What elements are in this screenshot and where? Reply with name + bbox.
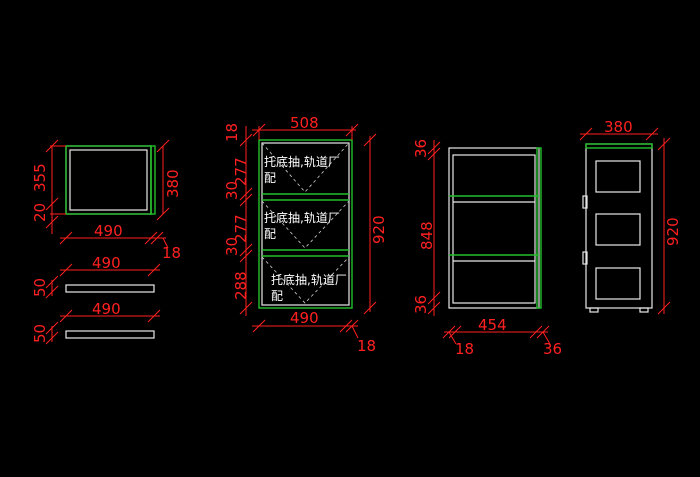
side-drawer-3 — [595, 267, 641, 300]
tick — [239, 243, 253, 257]
drawer-1-note: 托底抽,轨道厂 — [264, 154, 340, 169]
tick — [147, 263, 161, 277]
tick — [427, 141, 441, 155]
v6-width: 380 — [604, 118, 633, 136]
tick — [59, 231, 73, 245]
v4-divider2: 30 — [223, 237, 241, 256]
side-drawer-1 — [595, 160, 641, 193]
tick — [150, 231, 164, 245]
tick — [45, 285, 59, 299]
tick — [59, 309, 73, 323]
section-outline — [448, 147, 540, 309]
leader — [448, 331, 457, 345]
v3-height: 50 — [31, 324, 49, 343]
v1-height-right: 380 — [164, 169, 182, 198]
tick — [657, 301, 671, 315]
v3-width: 490 — [92, 300, 121, 318]
v5-middle: 848 — [418, 221, 436, 250]
side-top-panel — [585, 143, 653, 149]
v1-height-lower: 20 — [31, 203, 49, 222]
panel-2-outline — [65, 330, 155, 339]
v6-height: 920 — [664, 217, 682, 246]
tick — [427, 291, 441, 305]
cabinet-front-inner — [261, 142, 350, 306]
drawer-1-dashes — [261, 142, 350, 193]
side-drawer-2 — [595, 213, 641, 246]
section-back-panel — [536, 147, 542, 309]
v4-section3: 288 — [232, 271, 250, 300]
side-foot-right — [639, 307, 649, 313]
v5-width: 454 — [478, 316, 507, 334]
tick — [427, 147, 441, 161]
tick — [239, 133, 253, 147]
v4-section2: 277 — [232, 214, 250, 243]
tick — [45, 215, 59, 229]
v4-width-top: 508 — [290, 114, 319, 132]
tick — [339, 319, 353, 333]
v4-corner: 18 — [357, 337, 376, 355]
tick — [239, 193, 253, 207]
tick — [45, 197, 59, 211]
tick — [59, 263, 73, 277]
tick — [239, 301, 253, 315]
v2-height: 50 — [31, 278, 49, 297]
tick — [144, 231, 158, 245]
side-handle-1 — [582, 195, 588, 209]
v1-width: 490 — [94, 222, 123, 240]
side-handle-2 — [582, 251, 588, 265]
v1-thickness: 18 — [162, 244, 181, 262]
v5-bottom: 36 — [412, 295, 430, 314]
v4-width-bottom: 490 — [290, 309, 319, 327]
box-green-panel — [65, 145, 152, 215]
drawer-1-note-b: 配 — [264, 171, 276, 185]
v4-divider1: 30 — [223, 181, 241, 200]
view-panel-1: 490 50 — [31, 254, 161, 299]
tick — [645, 127, 659, 141]
tick — [579, 127, 593, 141]
tick — [45, 321, 59, 335]
tick — [239, 187, 253, 201]
cabinet-front-outline — [258, 139, 353, 309]
v5-left-thick: 18 — [455, 340, 474, 358]
view-side: 380 920 — [579, 118, 682, 315]
view-panel-2: 490 50 — [31, 300, 161, 345]
view-top-box: 355 20 380 490 18 — [31, 139, 182, 262]
drawer-3-note-b: 配 — [271, 289, 283, 303]
side-foot-left — [589, 307, 599, 313]
tick — [156, 139, 170, 153]
drawer-3-dashes — [261, 256, 350, 304]
tick — [252, 319, 266, 333]
box-outline — [65, 145, 152, 215]
tick — [363, 301, 377, 315]
v1-height-upper: 355 — [31, 163, 49, 192]
tick — [45, 331, 59, 345]
box-side-panel — [150, 145, 156, 215]
drawer-2-note: 托底抽,轨道厂 — [264, 210, 340, 225]
v4-total-height: 920 — [370, 215, 388, 244]
tick — [156, 207, 170, 221]
leader — [162, 237, 169, 249]
box-inner — [69, 149, 148, 211]
tick — [363, 133, 377, 147]
v4-top-gap: 18 — [223, 123, 241, 142]
section-inner — [452, 154, 536, 304]
view-front-drawers: 托底抽,轨道厂 配 托底抽,轨道厂 配 托底抽,轨道厂 配 508 18 277… — [223, 114, 388, 355]
leader — [351, 325, 359, 339]
leader — [542, 331, 551, 345]
v5-right-thick: 36 — [543, 340, 562, 358]
tick — [657, 137, 671, 151]
tick — [239, 249, 253, 263]
tick — [45, 275, 59, 289]
drawer-2-note-b: 配 — [264, 227, 276, 241]
tick — [147, 309, 161, 323]
drawer-3-note: 托底抽,轨道厂 — [271, 272, 347, 287]
tick — [427, 301, 441, 315]
tick — [529, 325, 543, 339]
v5-top: 36 — [412, 139, 430, 158]
v4-section1: 277 — [232, 157, 250, 186]
v2-width: 490 — [92, 254, 121, 272]
panel-1-outline — [65, 284, 155, 293]
view-section: 36 848 36 454 18 36 — [412, 139, 562, 358]
